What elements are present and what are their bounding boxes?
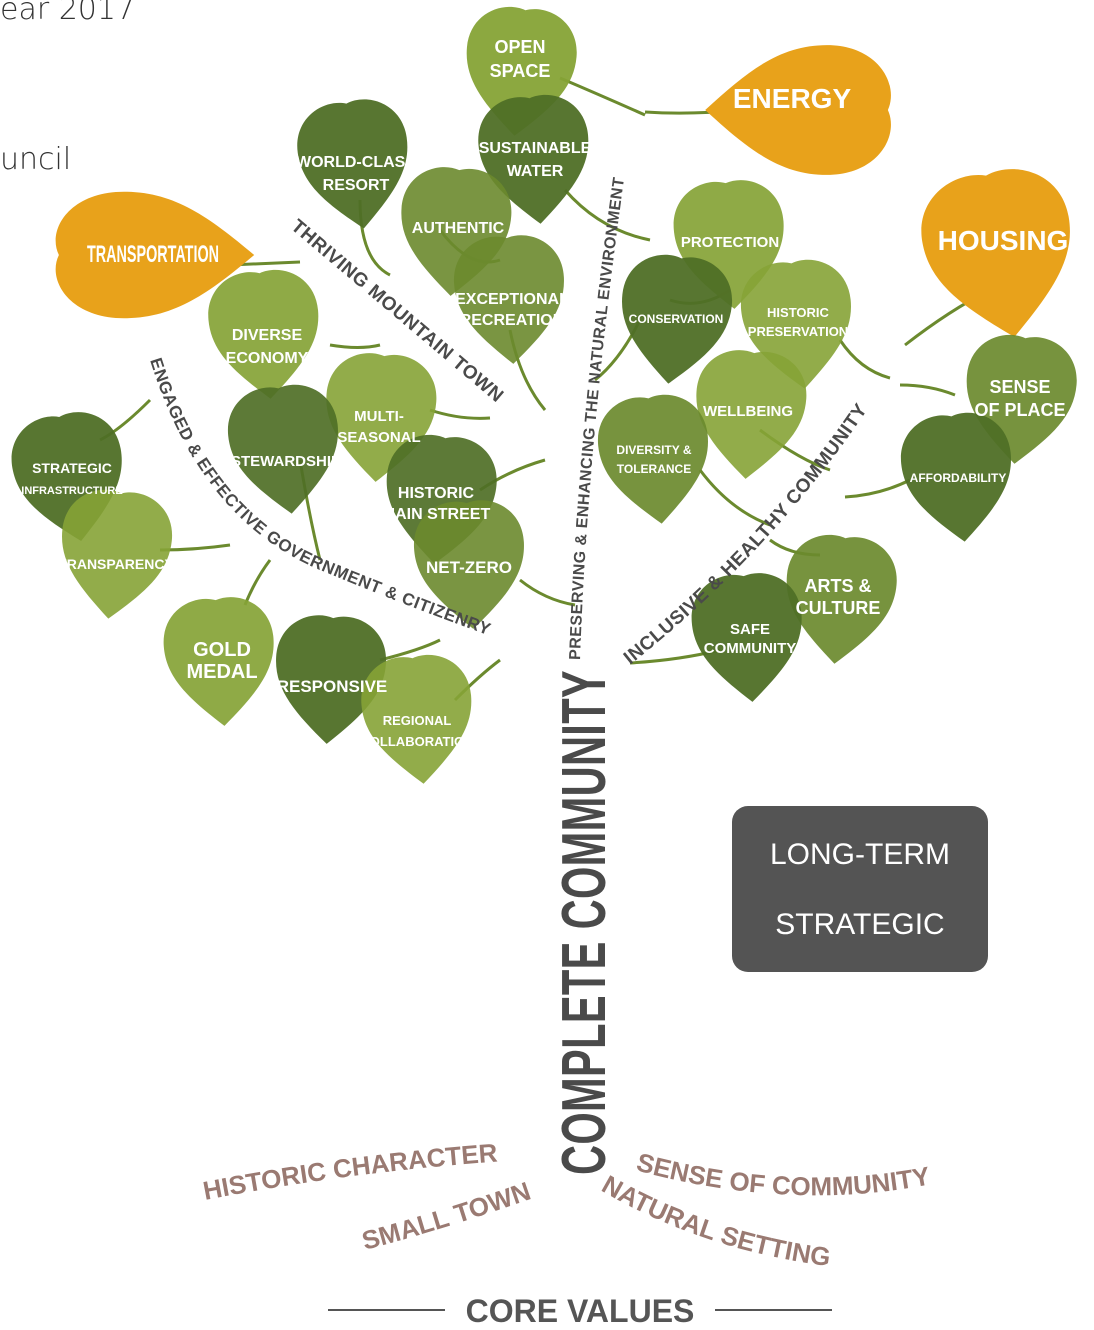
leaf-strategic-infrastructure-l1: STRATEGIC <box>32 460 112 476</box>
leaf-stewardship: STEWARDSHIP <box>231 453 341 470</box>
priority-housing: HOUSING <box>938 225 1069 256</box>
subheader-fragment: uncil <box>0 142 72 177</box>
header-fragment: ear 2017 <box>0 0 136 27</box>
leaf-historic-preservation-l2: PRESERVATION <box>748 324 848 339</box>
leaf-safe-community-l1: SAFE <box>730 621 770 638</box>
svg-text:AUTHENTIC: AUTHENTIC <box>412 220 505 237</box>
leaf-multi-seasonal-l1: MULTI- <box>354 408 404 425</box>
leaf-safe-community-l2: COMMUNITY <box>704 640 797 657</box>
leaf-multi-seasonal-l2: SEASONAL <box>337 429 420 446</box>
leaf-diverse-economy-l2: ECONOMY <box>226 350 309 367</box>
core-values-heading: CORE VALUES <box>466 1293 695 1329</box>
svg-text:TRANSPARENCY: TRANSPARENCY <box>58 556 174 572</box>
svg-text:RESPONSIVE: RESPONSIVE <box>277 677 388 696</box>
svg-text:CONSERVATION: CONSERVATION <box>629 312 724 326</box>
leaf-protection: PROTECTION <box>681 234 779 251</box>
leaf-world-class-resort-l1: WORLD-CLASS <box>296 154 416 171</box>
priority-transportation: TRANSPORTATION <box>87 241 219 268</box>
leaf-historic-main-street-l1: HISTORIC <box>398 485 475 502</box>
leaf-arts-culture-l1: ARTS & <box>805 576 872 596</box>
leaf-world-class-resort-l2: RESORT <box>323 177 390 194</box>
leaf-exceptional-recreation-l1: EXCEPTIONAL <box>455 291 569 308</box>
leaf-labels: OPEN SPACE SUSTAINABLE WATER WORLD-CLASS RE… <box>21 37 1065 749</box>
svg-text:SENSE OF COMMUNITY: SENSE OF COMMUNITY <box>634 1147 933 1202</box>
leaf-regional-collaboration-l1: REGIONAL <box>383 713 452 728</box>
leaf-exceptional-recreation-l2: RECREATION <box>460 312 565 329</box>
leaf-gold-medal-l1: GOLD <box>193 639 251 661</box>
svg-text:AFFORDABILITY: AFFORDABILITY <box>910 471 1007 485</box>
leaf-sense-of-place-l2: OF PLACE <box>974 400 1065 420</box>
leaf-arts-culture-l2: CULTURE <box>796 598 881 618</box>
value-small-town: SMALL TOWN <box>359 1176 535 1256</box>
trunk-complete-community: COMPLETE COMMUNITY <box>550 670 619 1175</box>
value-historic-character: HISTORIC CHARACTER <box>201 1138 499 1206</box>
leaf-diversity-tolerance-l1: DIVERSITY & <box>616 443 691 457</box>
svg-text:WELLBEING: WELLBEING <box>703 403 793 420</box>
leaf-gold-medal-l2: MEDAL <box>186 661 257 683</box>
trunk-complete-community-wrap: COMPLETE COMMUNITY <box>550 670 619 1175</box>
priority-leaves: ENERGY TRANSPORTATION HOUSING <box>55 45 1088 350</box>
svg-text:SMALL TOWN: SMALL TOWN <box>359 1176 535 1256</box>
leaf-diversity-tolerance-l2: TOLERANCE <box>617 462 691 476</box>
leaf-diverse-economy-l1: DIVERSE <box>232 327 303 344</box>
leaf-sustainable-water-l2: WATER <box>507 163 564 180</box>
svg-text:NET-ZERO: NET-ZERO <box>426 558 512 577</box>
leaf-authentic: AUTHENTIC <box>412 220 505 237</box>
leaf-regional-collaboration-l2: COLLABORATION <box>360 734 473 749</box>
svg-text:HISTORIC CHARACTER: HISTORIC CHARACTER <box>201 1138 499 1206</box>
callout-line-1: LONG-TERM <box>770 838 950 871</box>
callout-line-2: STRATEGIC <box>775 908 945 941</box>
svg-text:STEWARDSHIP: STEWARDSHIP <box>231 453 341 470</box>
leaf-sustainable-water-l1: SUSTAINABLE <box>479 140 592 157</box>
leaf-sense-of-place-l1: SENSE <box>989 377 1050 397</box>
leaf-strategic-infrastructure-l2: INFRASTRUCTURE <box>21 485 122 497</box>
svg-text:ARTS &CULTURE: ARTS &CULTURE <box>796 576 881 618</box>
svg-text:DIVERSITY &TOLERANCE: DIVERSITY & TOLERANCE <box>616 443 691 476</box>
leaf-historic-main-street-l2: MAIN STREET <box>382 506 491 523</box>
priority-energy: ENERGY <box>733 83 852 114</box>
leaf-conservation: CONSERVATION <box>629 312 724 326</box>
svg-text:PROTECTION: PROTECTION <box>681 234 779 251</box>
leaf-open-space-l2: SPACE <box>490 61 551 81</box>
leaf-open-space-l1: OPEN <box>494 37 545 57</box>
leaf-responsive: RESPONSIVE <box>277 677 388 696</box>
leaf-net-zero: NET-ZERO <box>426 558 512 577</box>
leaf-transparency: TRANSPARENCY <box>58 556 174 572</box>
leaf-affordability: AFFORDABILITY <box>910 471 1007 485</box>
svg-text:MULTI-SEASONAL: MULTI- SEASONAL <box>337 408 420 446</box>
leaf-wellbeing: WELLBEING <box>703 403 793 420</box>
value-sense-of-community: SENSE OF COMMUNITY <box>634 1147 933 1202</box>
long-term-strategic-callout: LONG-TERM STRATEGIC <box>732 806 988 972</box>
leaf-historic-preservation-l1: HISTORIC <box>767 305 829 320</box>
